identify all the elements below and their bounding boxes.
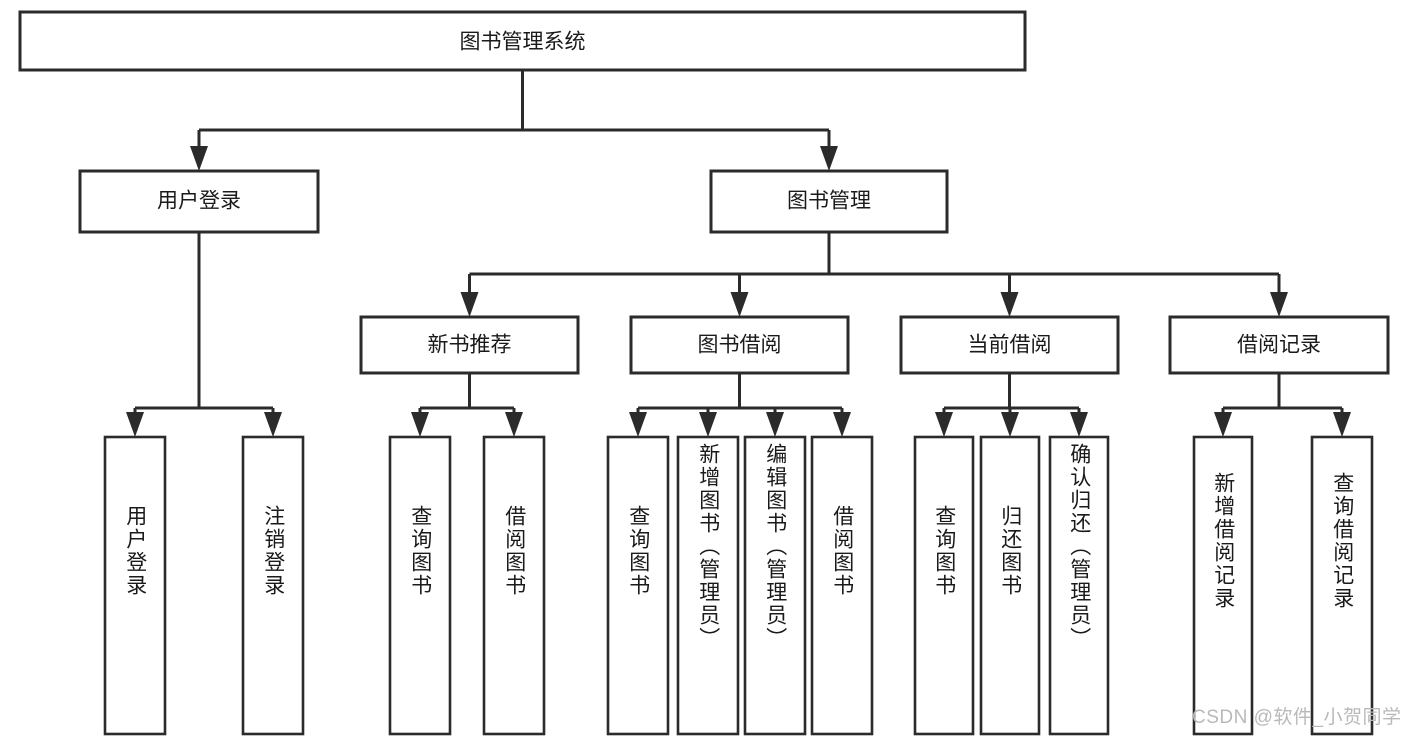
connector-group-new-book-recommend: [411, 373, 523, 437]
arrowhead-leaf-query-borrow-record: [1333, 412, 1351, 437]
arrowhead-leaf-query-book-borrow: [629, 412, 647, 437]
node-book-borrow-label: 图书借阅: [698, 334, 782, 357]
arrowhead-leaf-add-borrow-record: [1214, 412, 1232, 437]
connector-group-book-manage: [460, 232, 1288, 317]
node-book-manage-box[interactable]: [709, 169, 949, 234]
connector-group-root: [190, 70, 838, 171]
node-new-book-recommend-box[interactable]: [359, 315, 580, 375]
connector-group-current-borrow: [935, 373, 1088, 437]
node-leaf-query-book-rec-box[interactable]: [388, 435, 452, 736]
node-leaf-add-borrow-record-box[interactable]: [1192, 435, 1254, 736]
node-leaf-return-book-box[interactable]: [979, 435, 1041, 736]
node-borrow-record-label: 借阅记录: [1237, 334, 1321, 357]
connector-group-book-borrow: [629, 373, 851, 437]
node-leaf-user-login-box[interactable]: [103, 435, 167, 736]
node-leaf-borrow-book-box[interactable]: [810, 435, 874, 736]
node-leaf-edit-book-admin-box[interactable]: [743, 435, 807, 736]
node-leaf-confirm-return-admin-box[interactable]: [1048, 435, 1110, 736]
arrowhead-leaf-logout: [264, 412, 282, 437]
arrowhead-leaf-edit-book-admin: [766, 412, 784, 437]
node-user-login[interactable]: 用户登录: [78, 169, 320, 234]
node-book-manage[interactable]: 图书管理: [709, 169, 949, 234]
arrowhead-leaf-query-book-rec: [411, 412, 429, 437]
node-book-manage-label: 图书管理: [787, 190, 871, 213]
node-leaf-query-book-borrow-box[interactable]: [606, 435, 670, 736]
node-leaf-logout-box[interactable]: [241, 435, 305, 736]
connector-group-borrow-record: [1214, 373, 1351, 437]
arrowhead-leaf-confirm-return-admin: [1070, 412, 1088, 437]
node-root[interactable]: 图书管理系统: [18, 10, 1027, 72]
node-leaf-query-book-current-box[interactable]: [913, 435, 975, 736]
node-current-borrow-label: 当前借阅: [968, 334, 1052, 357]
arrowhead-borrow-record: [1270, 292, 1288, 317]
leaf-boxes: [103, 435, 1374, 736]
node-user-login-label: 用户登录: [157, 190, 241, 213]
arrowhead-current-borrow: [1000, 292, 1019, 317]
arrowhead-user-login: [190, 146, 208, 171]
node-leaf-borrow-book-rec-box[interactable]: [482, 435, 546, 736]
node-book-borrow-box[interactable]: [629, 315, 850, 375]
arrowhead-leaf-add-book-admin: [699, 412, 717, 437]
connector-group-user-login: [126, 232, 282, 437]
node-borrow-record-box[interactable]: [1168, 315, 1390, 375]
arrowhead-book-manage: [820, 146, 838, 171]
node-current-borrow-box[interactable]: [899, 315, 1120, 375]
arrowhead-leaf-query-book-current: [935, 412, 953, 437]
arrowhead-leaf-return-book: [1001, 412, 1019, 437]
node-current-borrow[interactable]: 当前借阅: [899, 315, 1120, 375]
csdn-watermark: CSDN @软件_小贺同学: [1192, 707, 1402, 728]
node-new-book-recommend[interactable]: 新书推荐: [359, 315, 580, 375]
arrowhead-new-book-recommend: [460, 292, 479, 317]
node-book-borrow[interactable]: 图书借阅: [629, 315, 850, 375]
node-borrow-record[interactable]: 借阅记录: [1168, 315, 1390, 375]
arrowhead-leaf-user-login: [126, 412, 144, 437]
arrowhead-leaf-borrow-book-rec: [505, 412, 523, 437]
node-new-book-recommend-label: 新书推荐: [428, 334, 512, 357]
node-user-login-box[interactable]: [78, 169, 320, 234]
node-root-box[interactable]: [18, 10, 1027, 72]
arrowhead-leaf-borrow-book: [833, 412, 851, 437]
node-root-label: 图书管理系统: [460, 31, 586, 54]
node-leaf-add-book-admin-box[interactable]: [676, 435, 740, 736]
arrowhead-book-borrow: [730, 292, 749, 317]
node-leaf-query-borrow-record-box[interactable]: [1310, 435, 1374, 736]
